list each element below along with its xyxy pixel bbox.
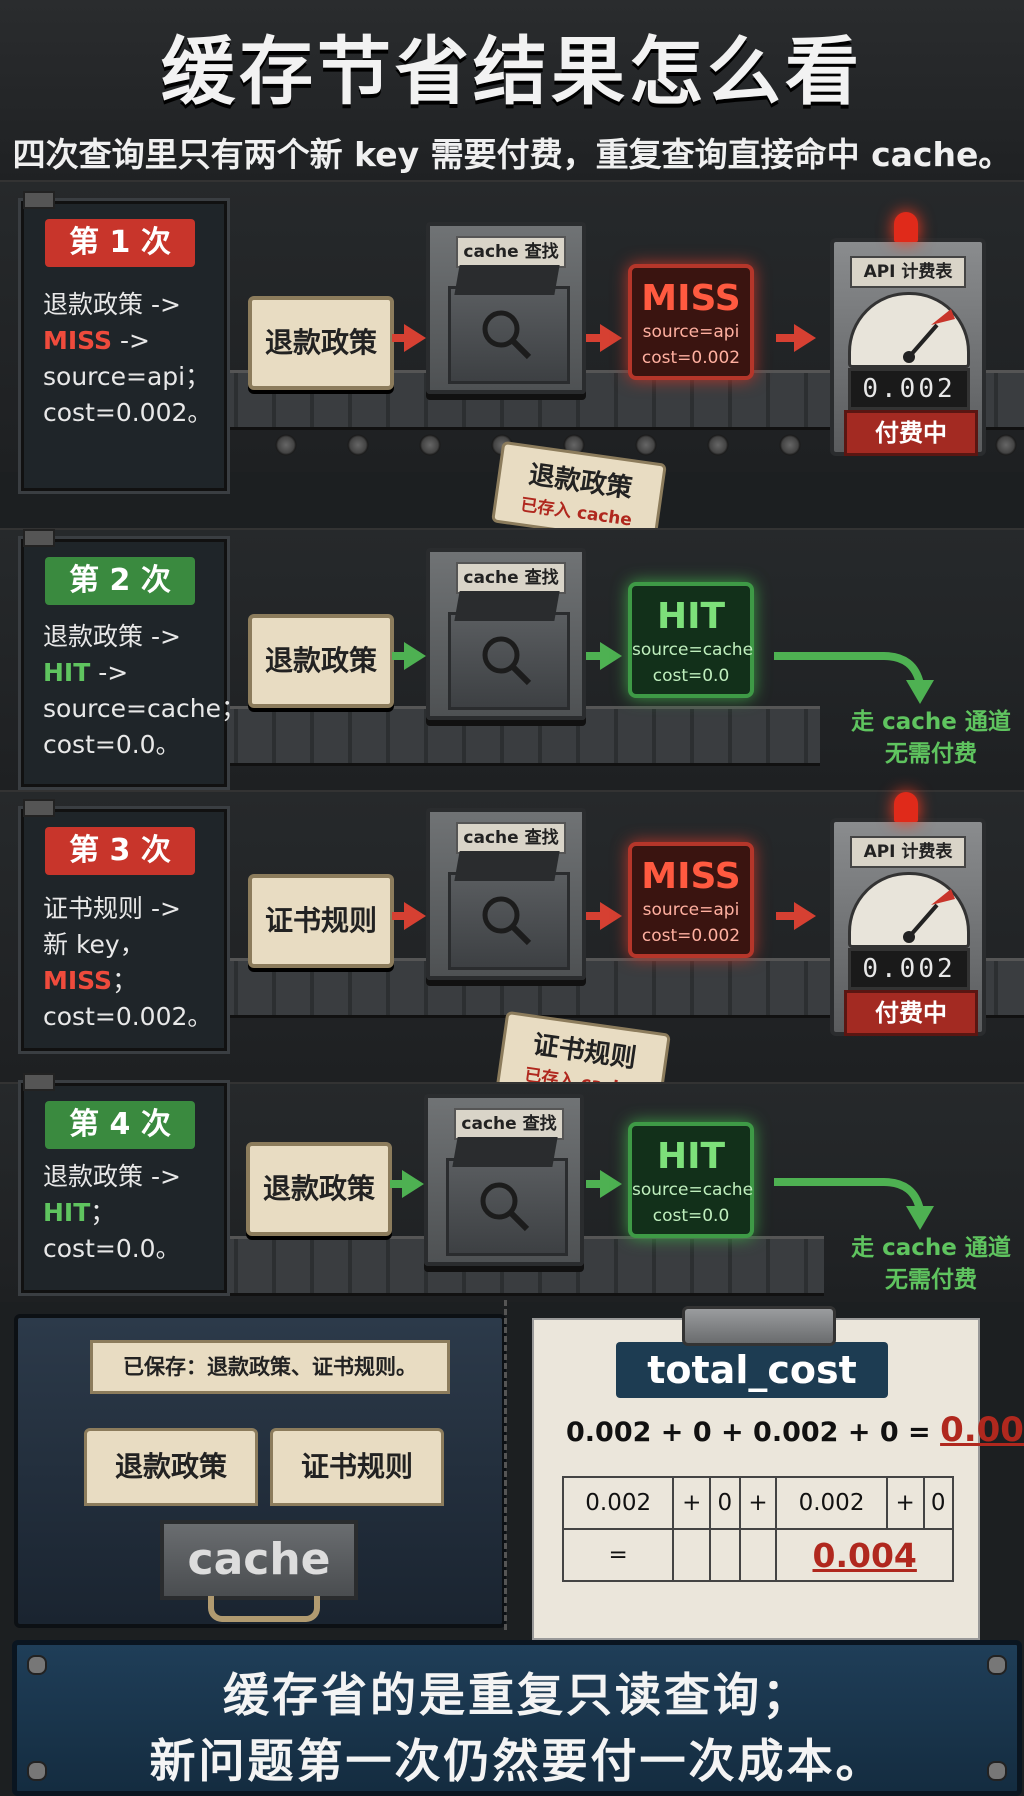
- query-card: 退款政策: [248, 296, 394, 390]
- header-band: [0, 0, 1024, 182]
- step-card-4: 第 4 次 退款政策 -> HIT； cost=0.0。: [18, 1073, 230, 1296]
- page-subtitle: 四次查询里只有两个新 key 需要付费，重复查询直接命中 cache。: [12, 135, 1012, 174]
- cache-plate: cache: [160, 1520, 358, 1600]
- cache-path-note: 走 cache 通道无需付费: [851, 1235, 1011, 1293]
- miss-result-panel: MISS source=api cost=0.002: [628, 842, 754, 958]
- cost-table: 0.002+0+0.002+0 =0.004: [561, 1476, 954, 1582]
- magnifier-icon: [482, 636, 532, 686]
- arrow-right-icon: [600, 1170, 622, 1198]
- cost-formula: 0.002 + 0 + 0.002 + 0 = 0.004。: [566, 1410, 1024, 1450]
- arrow-right-icon: [600, 642, 622, 670]
- arrow-right-icon: [794, 324, 816, 352]
- query-card: 退款政策: [248, 614, 394, 708]
- curved-arrow-icon: [774, 1178, 934, 1230]
- miss-result-panel: MISS source=api cost=0.002: [628, 264, 754, 380]
- siren-icon: [894, 792, 918, 822]
- step-description: 退款政策 -> MISS -> source=api； cost=0.002。: [43, 290, 213, 427]
- cache-lookup-box: cache 查找: [426, 808, 586, 980]
- step-badge: 第 3 次: [45, 827, 195, 875]
- gauge-icon: [903, 309, 955, 363]
- arrow-right-icon: [402, 1170, 424, 1198]
- step-description: 证书规则 -> 新 key，MISS； cost=0.002。: [43, 894, 213, 1031]
- hit-result-panel: HIT source=cache cost=0.0: [628, 1122, 754, 1238]
- step-description: 退款政策 -> HIT -> source=cache； cost=0.0。: [43, 622, 247, 759]
- step-badge: 第 4 次: [45, 1101, 195, 1149]
- total-cost-sheet: total_cost 0.002 + 0 + 0.002 + 0 = 0.004…: [532, 1318, 1024, 1640]
- step-description: 退款政策 -> HIT； cost=0.0。: [43, 1162, 181, 1263]
- cache-cabinet: 已保存：退款政策、证书规则。 退款政策 证书规则 cache: [14, 1314, 506, 1628]
- hit-result-panel: HIT source=cache cost=0.0: [628, 582, 754, 698]
- clipboard-clip-icon: [682, 1306, 836, 1346]
- arrow-right-icon: [404, 324, 426, 352]
- curved-arrow-icon: [774, 652, 934, 704]
- magnifier-icon: [482, 310, 532, 360]
- step-card-3: 第 3 次 证书规则 -> 新 key，MISS； cost=0.002。: [18, 799, 230, 1054]
- gauge-icon: [903, 889, 955, 943]
- cache-lookup-box: cache 查找: [426, 222, 586, 394]
- magnifier-icon: [480, 1182, 530, 1232]
- siren-icon: [894, 212, 918, 242]
- summary-line-2: 新问题第一次仍然要付一次成本。: [149, 1734, 885, 1788]
- saved-note: 已保存：退款政策、证书规则。: [90, 1340, 450, 1394]
- step-badge: 第 1 次: [45, 219, 195, 267]
- summary-line-1: 缓存省的是重复只读查询；: [223, 1668, 811, 1722]
- cache-path-note: 走 cache 通道无需付费: [851, 709, 1011, 767]
- step-badge: 第 2 次: [45, 557, 195, 605]
- divider: [504, 1300, 507, 1630]
- query-card: 退款政策: [246, 1142, 392, 1236]
- cache-lookup-box: cache 查找: [426, 548, 586, 720]
- query-card: 证书规则: [248, 874, 394, 968]
- arrow-right-icon: [404, 902, 426, 930]
- api-meter: API 计费表 0.002 付费中: [830, 792, 986, 1036]
- arrow-right-icon: [600, 324, 622, 352]
- page-title: 缓存节省结果怎么看: [161, 29, 863, 115]
- total-cost-title: total_cost: [616, 1342, 888, 1398]
- step-card-1: 第 1 次 退款政策 -> MISS -> source=api； cost=0…: [18, 191, 230, 494]
- cache-folder: 证书规则: [270, 1428, 444, 1506]
- arrow-right-icon: [794, 902, 816, 930]
- cache-lookup-box: cache 查找: [424, 1094, 584, 1266]
- step-card-2: 第 2 次 退款政策 -> HIT -> source=cache； cost=…: [18, 529, 247, 790]
- cache-folder: 退款政策: [84, 1428, 258, 1506]
- drawer-handle-icon: [208, 1596, 320, 1622]
- arrow-right-icon: [404, 642, 426, 670]
- arrow-right-icon: [600, 902, 622, 930]
- api-meter: API 计费表 0.002 付费中: [830, 212, 986, 456]
- magnifier-icon: [482, 896, 532, 946]
- summary-banner: 缓存省的是重复只读查询； 新问题第一次仍然要付一次成本。: [12, 1640, 1022, 1796]
